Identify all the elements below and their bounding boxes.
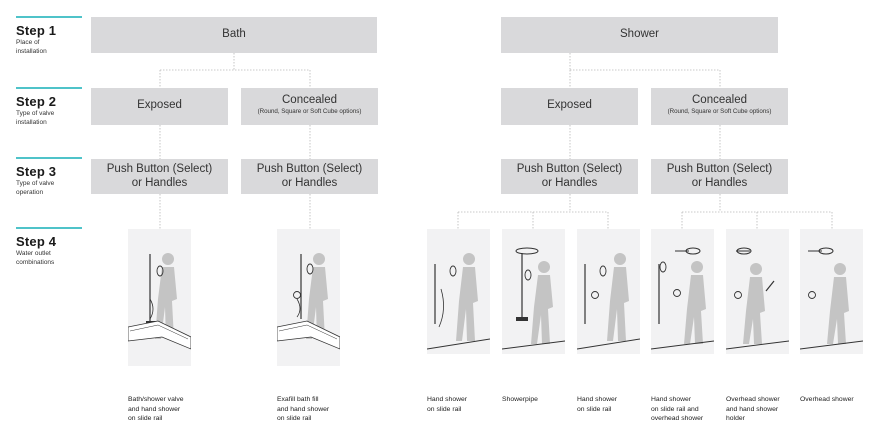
step-2: Step 2 Type of valve installation [16, 87, 82, 127]
combination-caption-4: Showerpipe [502, 395, 538, 405]
hand-shower-concealed-illustration [577, 253, 640, 350]
combination-illustration-5 [577, 229, 640, 354]
step-subtitle-line: Place of [16, 39, 40, 46]
place-bath-box: Bath [91, 17, 377, 53]
operation-line-1: Push Button (Select) [516, 163, 623, 175]
step-rule [16, 16, 82, 18]
step-rule [16, 157, 82, 159]
step-subtitle-line: installation [16, 48, 47, 55]
place-bath-label: Bath [222, 28, 246, 40]
hand-shower-illustration [427, 253, 490, 350]
bath-concealed-operation-box: Push Button (Select) or Handles [241, 159, 378, 194]
bath-shower-illustration [128, 253, 191, 350]
combination-caption-7: Overhead shower and hand shower holder [726, 395, 780, 424]
step-subtitle-line: Type of valve [16, 110, 55, 117]
caption-line: Exafill bath fill [277, 396, 319, 403]
caption-line: on slide rail [128, 415, 163, 422]
caption-line: Hand shower [427, 396, 468, 403]
operation-line-2: or Handles [541, 176, 598, 189]
bath-exposed-box: Exposed [91, 88, 228, 125]
step-1: Step 1 Place of installation [16, 16, 82, 56]
caption-line: overhead shower [651, 415, 704, 422]
step-title: Step 4 [16, 234, 57, 249]
combination-caption-1: Bath/shower valve and hand shower on sli… [128, 395, 184, 424]
caption-line: on slide rail [577, 405, 612, 413]
step-subtitle-line: installation [16, 119, 47, 126]
caption-line: Hand shower [577, 396, 618, 403]
place-shower-label: Shower [620, 28, 659, 40]
operation-line-2: or Handles [131, 176, 188, 189]
combination-illustration-4 [502, 229, 565, 354]
caption-line: Showerpipe [502, 396, 538, 403]
overhead-shower-illustration [800, 247, 863, 350]
combination-illustration-6 [651, 229, 714, 354]
overhead-holder-illustration [726, 247, 789, 350]
shower-exposed-operation-box: Push Button (Select) or Handles [501, 159, 638, 194]
concealed-note: (Round, Square or Soft Cube options) [257, 108, 362, 115]
step-4: Step 4 Water outlet combinations [16, 227, 82, 267]
exposed-label: Exposed [547, 99, 592, 111]
shower-exposed-box: Exposed [501, 88, 638, 125]
caption-line: holder [726, 415, 745, 422]
step-3: Step 3 Type of valve operation [16, 157, 82, 197]
step-rule [16, 87, 82, 89]
operation-line-1: Push Button (Select) [666, 163, 773, 175]
step-subtitle-line: Water outlet [16, 250, 51, 257]
shower-concealed-box: Concealed (Round, Square or Soft Cube op… [651, 88, 788, 125]
step-title: Step 2 [16, 94, 57, 109]
step-subtitle-line: combinations [16, 259, 55, 266]
operation-line-1: Push Button (Select) [256, 163, 363, 175]
combination-caption-8: Overhead shower [800, 395, 854, 405]
caption-line: and hand shower [277, 405, 330, 413]
concealed-note: (Round, Square or Soft Cube options) [667, 108, 772, 115]
step-subtitle-line: operation [16, 189, 44, 196]
showerpipe-illustration [502, 247, 565, 350]
hand-overhead-illustration [651, 247, 714, 350]
caption-line: on slide rail [427, 405, 462, 413]
combination-caption-5: Hand shower on slide rail [577, 395, 617, 414]
step-subtitle-line: Type of valve [16, 180, 55, 187]
caption-line: on slide rail and [651, 405, 699, 413]
combination-caption-6: Hand shower on slide rail and overhead s… [651, 395, 703, 424]
place-shower-box: Shower [501, 17, 778, 53]
combination-illustration-7 [726, 229, 789, 354]
combination-illustration-8 [800, 229, 863, 354]
step-title: Step 3 [16, 164, 57, 179]
caption-line: on slide rail [277, 415, 312, 422]
bath-exposed-operation-box: Push Button (Select) or Handles [91, 159, 228, 194]
caption-line: and hand shower [128, 405, 181, 413]
bath-fill-illustration [277, 253, 340, 350]
operation-line-1: Push Button (Select) [106, 163, 213, 175]
shower-concealed-operation-box: Push Button (Select) or Handles [651, 159, 788, 194]
combination-illustration-3 [427, 229, 490, 354]
caption-line: Overhead shower [800, 396, 854, 403]
concealed-label: Concealed [282, 94, 337, 106]
operation-line-2: or Handles [281, 176, 338, 189]
step-title: Step 1 [16, 23, 57, 38]
combination-illustration-1 [128, 229, 191, 366]
caption-line: Bath/shower valve [128, 396, 184, 403]
concealed-label: Concealed [692, 94, 747, 106]
bath-concealed-box: Concealed (Round, Square or Soft Cube op… [241, 88, 378, 125]
caption-line: Overhead shower [726, 396, 780, 403]
step-rule [16, 227, 82, 229]
caption-line: Hand shower [651, 396, 692, 403]
combination-caption-2: Exafill bath fill and hand shower on sli… [277, 395, 329, 424]
operation-line-2: or Handles [691, 176, 748, 189]
caption-line: and hand shower [726, 405, 779, 413]
exposed-label: Exposed [137, 99, 182, 111]
combination-caption-3: Hand shower on slide rail [427, 395, 467, 414]
combination-illustration-2 [277, 229, 340, 366]
